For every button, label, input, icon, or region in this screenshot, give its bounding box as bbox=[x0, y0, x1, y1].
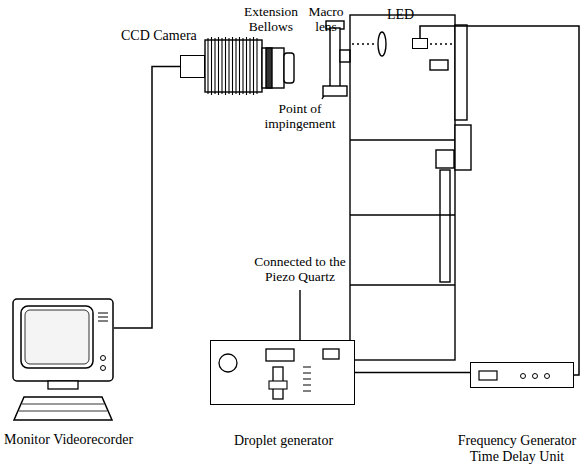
cable-line bbox=[420, 26, 579, 375]
ccd-camera: CCD Camera bbox=[180, 55, 205, 78]
monitor-videorecorder-illustration bbox=[12, 298, 114, 422]
frequency-generator: Frequency Generator Time Delay Unit bbox=[470, 362, 574, 388]
node-label: Frequency Generator Time Delay Unit bbox=[450, 433, 584, 465]
impingement-label: Point of impingement bbox=[255, 101, 345, 131]
bellows-label: Extension Bellows bbox=[238, 4, 304, 34]
node-label: LED bbox=[387, 7, 414, 23]
cable-line bbox=[355, 372, 470, 373]
node-label: Monitor Videorecorder bbox=[4, 432, 133, 448]
piezo-label: Connected to the Piezo Quartz bbox=[248, 254, 352, 284]
droplet-generator-illustration bbox=[211, 341, 354, 404]
node-label: Droplet generator bbox=[211, 433, 356, 449]
monitor-videorecorder: Monitor Videorecorder bbox=[12, 298, 114, 422]
frequency-generator-illustration bbox=[471, 363, 573, 387]
led-box: LED bbox=[412, 38, 428, 49]
cable-line bbox=[114, 67, 180, 329]
lens-label: Macro lens bbox=[304, 4, 348, 34]
node-label: CCD Camera bbox=[121, 28, 197, 44]
droplet-generator: Droplet generator bbox=[210, 340, 355, 405]
